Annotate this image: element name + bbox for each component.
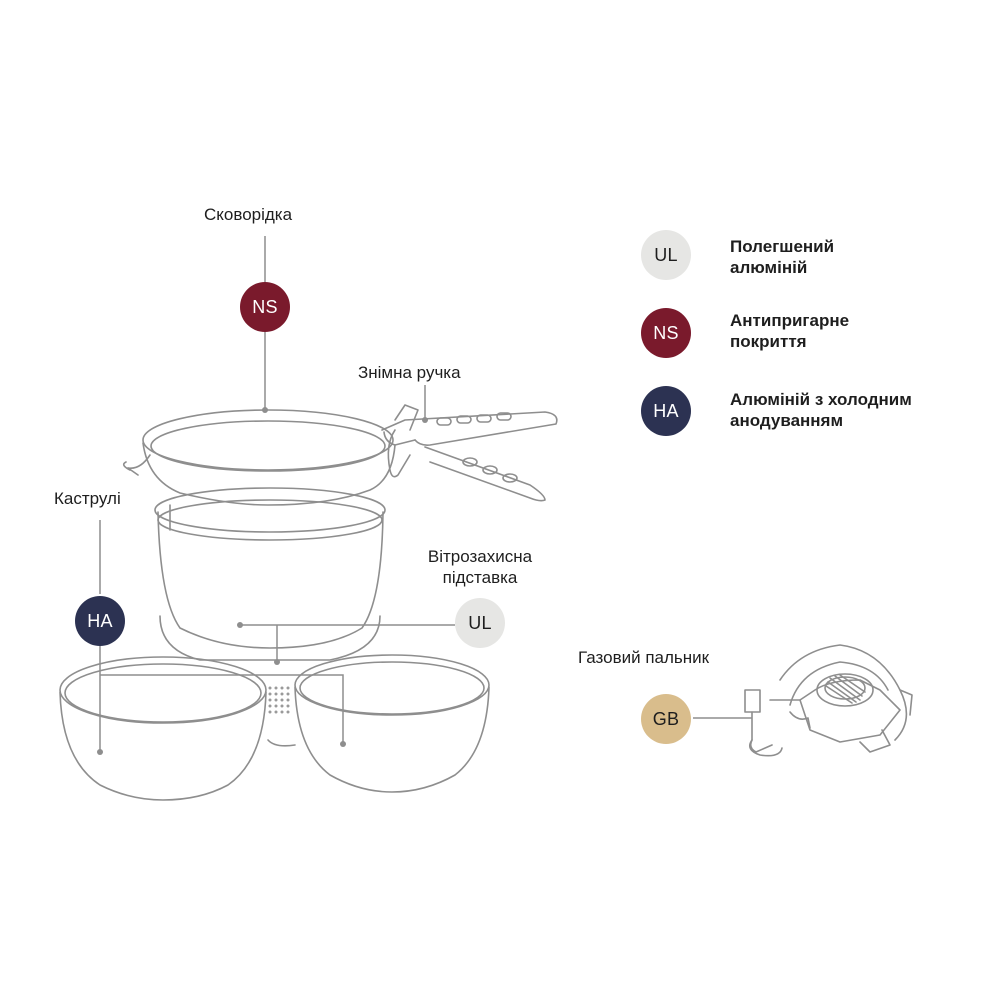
pots-label: Каструлі bbox=[54, 489, 121, 508]
frying-pan-label: Сковорідка bbox=[204, 205, 293, 224]
gas-burner-badge: GB bbox=[641, 694, 691, 744]
windshield-vent-dots bbox=[268, 686, 290, 714]
legend-ns-badge: NS bbox=[641, 308, 691, 358]
leader-dots bbox=[97, 407, 428, 755]
gas-burner-label: Газовий пальник bbox=[578, 648, 710, 667]
gas-burner-drawing bbox=[744, 644, 913, 757]
legend-ul-line2: алюміній bbox=[730, 258, 808, 277]
legend-ns-line1: Антипригарне bbox=[730, 311, 850, 330]
legend-ha-badge: HA bbox=[641, 386, 691, 436]
windshield-label: Вітрозахисна підставка bbox=[400, 546, 560, 588]
large-pot-drawing bbox=[154, 487, 386, 649]
frying-pan-drawing bbox=[122, 409, 396, 506]
legend-ns-text: Антипригарне покриття bbox=[730, 310, 970, 352]
frying-pan-badge: NS bbox=[240, 282, 290, 332]
windshield-label-line2: підставка bbox=[442, 568, 518, 587]
windshield-badge: UL bbox=[455, 598, 505, 648]
handle-label: Знімна ручка bbox=[358, 363, 461, 382]
leader-lines bbox=[99, 236, 752, 752]
left-bowl-drawing bbox=[59, 656, 267, 801]
pots-badge: HA bbox=[75, 596, 125, 646]
handle-drawing bbox=[381, 404, 558, 502]
right-bowl-drawing bbox=[294, 654, 490, 793]
legend-ul-line1: Полегшений bbox=[730, 237, 835, 256]
windshield-label-line1: Вітрозахисна bbox=[427, 547, 533, 566]
legend-ha-line2: анодуванням bbox=[730, 411, 844, 430]
legend-ha-line1: Алюміній з холодним bbox=[730, 390, 912, 409]
legend-ul-text: Полегшений алюміній bbox=[730, 236, 970, 278]
windshield-stand-drawing bbox=[159, 615, 381, 747]
legend-ha-text: Алюміній з холодним анодуванням bbox=[730, 389, 970, 431]
legend-ul-badge: UL bbox=[641, 230, 691, 280]
legend-ns-line2: покриття bbox=[730, 332, 807, 351]
